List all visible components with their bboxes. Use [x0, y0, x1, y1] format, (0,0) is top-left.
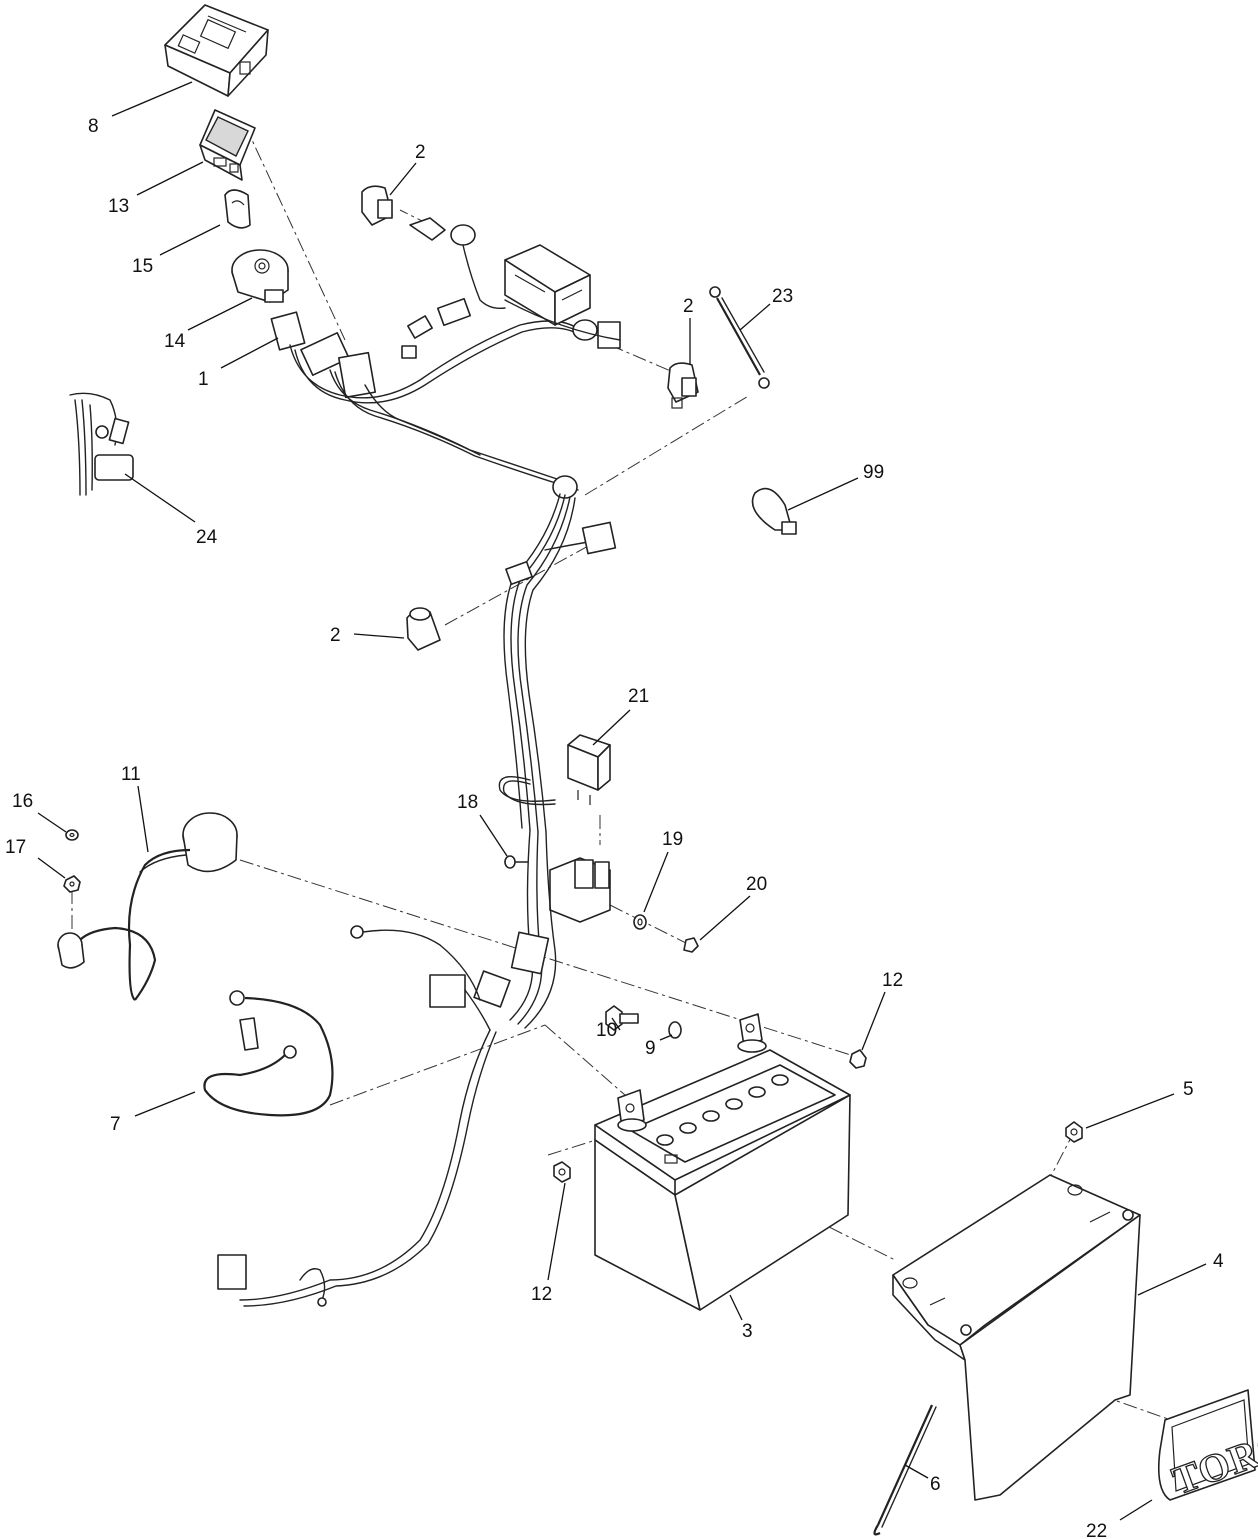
callout-9: 9	[645, 1038, 656, 1059]
callout-5: 5	[1183, 1079, 1194, 1100]
connector-top	[361, 185, 446, 241]
callout-numbers: 8 13 15 14 1 2 2 23 24 99 2 21 11 16 17 …	[5, 116, 1224, 1539]
main-wire-harness	[217, 224, 621, 1307]
callout-16: 16	[12, 791, 33, 812]
toro-decal: TORO	[1157, 1389, 1258, 1504]
callout-18: 18	[457, 792, 478, 813]
ground-cable	[709, 286, 770, 389]
battery-cable-red	[57, 812, 238, 1001]
nut-5	[1065, 1121, 1083, 1143]
callout-23: 23	[772, 286, 793, 307]
callout-10: 10	[596, 1020, 617, 1041]
hour-meter	[164, 4, 269, 97]
callout-3: 3	[742, 1321, 753, 1342]
relay	[567, 734, 611, 805]
callout-7: 7	[110, 1114, 121, 1135]
battery	[594, 1013, 851, 1311]
connector-middle	[406, 607, 441, 651]
ignition-switch	[231, 249, 289, 303]
callout-1: 1	[198, 369, 209, 390]
callout-24: 24	[196, 527, 218, 548]
battery-cable-black	[203, 990, 334, 1117]
battery-bracket	[892, 1174, 1141, 1501]
leader-lines	[37, 81, 1207, 1521]
washer-9	[668, 1021, 682, 1039]
bolt-10	[605, 1005, 639, 1031]
ignition-key	[224, 189, 251, 229]
callout-13: 13	[108, 196, 129, 217]
callout-11: 11	[121, 764, 141, 785]
rocker-switch	[199, 109, 256, 181]
nut-12-bottom	[553, 1161, 571, 1183]
callout-20: 20	[746, 874, 767, 895]
callout-17: 17	[5, 837, 26, 858]
callout-21: 21	[628, 686, 649, 707]
callout-12-bottom: 12	[531, 1284, 552, 1305]
washer-16	[65, 829, 79, 841]
nut-12-top	[849, 1049, 867, 1069]
nut-20	[683, 937, 699, 953]
connector-right	[667, 362, 699, 409]
j-bolt	[873, 1404, 937, 1536]
callout-12-top: 12	[882, 970, 903, 991]
nut-17	[63, 875, 81, 893]
screw	[504, 855, 529, 869]
callout-15: 15	[132, 256, 153, 277]
callout-19: 19	[662, 829, 683, 850]
callout-2-top: 2	[415, 142, 426, 163]
callout-2-middle: 2	[330, 625, 341, 646]
callout-14: 14	[164, 331, 186, 352]
callout-22: 22	[1086, 1521, 1107, 1539]
callout-8: 8	[88, 116, 99, 137]
harness-assembly	[69, 392, 134, 496]
callout-6: 6	[930, 1474, 941, 1495]
cable-tie	[751, 487, 797, 535]
callout-99: 99	[863, 462, 884, 483]
washer-19	[633, 914, 647, 930]
callout-2-right: 2	[683, 296, 694, 317]
callout-4: 4	[1213, 1251, 1224, 1272]
